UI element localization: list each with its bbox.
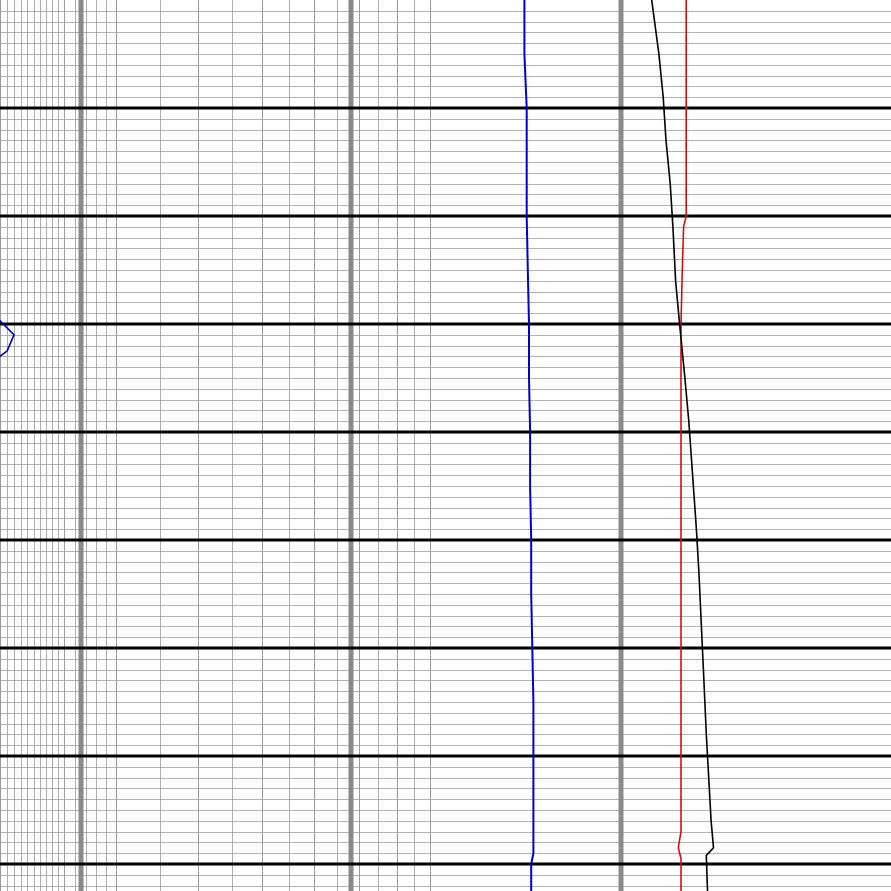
series-layer bbox=[0, 0, 715, 891]
series-line-4 bbox=[0, 319, 15, 358]
series-line-1 bbox=[523, 0, 535, 891]
series-line-3 bbox=[650, 0, 715, 891]
series-line-2 bbox=[677, 0, 687, 891]
